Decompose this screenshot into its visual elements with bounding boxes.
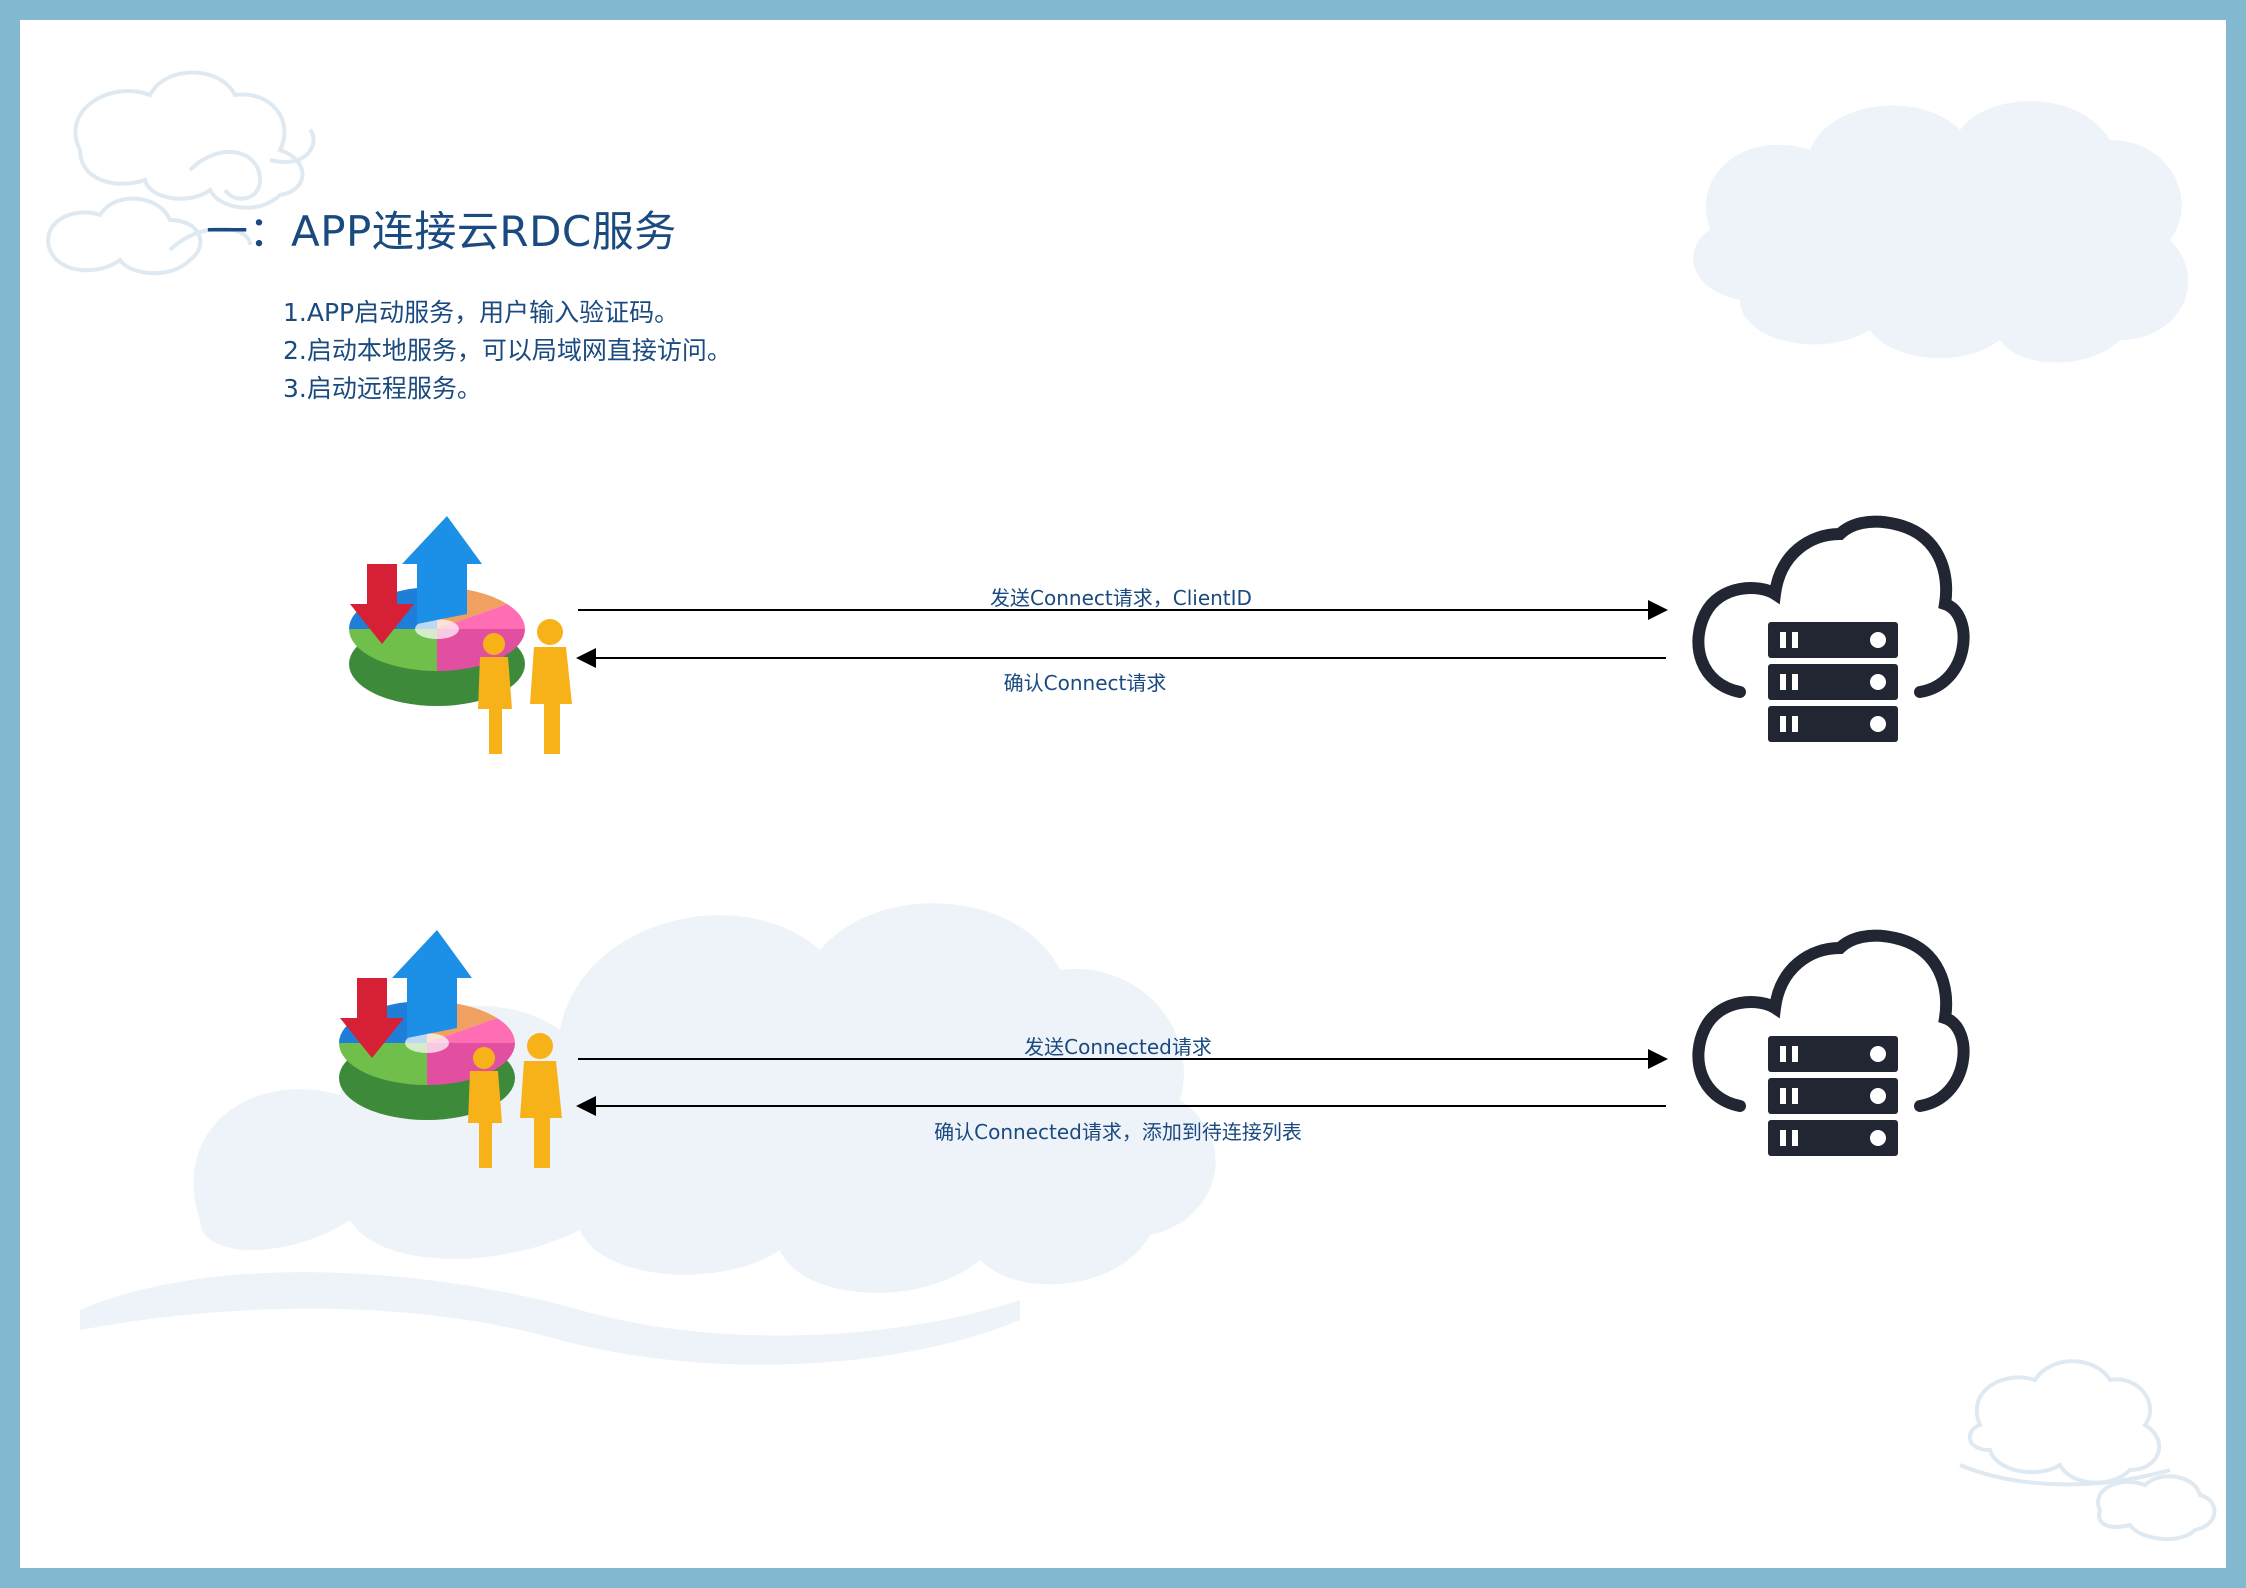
list-item: 3.启动远程服务。 xyxy=(283,374,482,403)
app-users-chart-icon xyxy=(339,930,562,1168)
page-title: 一：APP连接云RDC服务 xyxy=(206,207,677,256)
response-label: 确认Connected请求，添加到待连接列表 xyxy=(934,1120,1302,1144)
request-label: 发送Connected请求 xyxy=(1024,1035,1212,1059)
list-item: 2.启动本地服务，可以局域网直接访问。 xyxy=(283,336,732,365)
cloud-server-icon xyxy=(1692,929,1970,1156)
list-item: 1.APP启动服务，用户输入验证码。 xyxy=(283,298,680,327)
request-label: 发送Connect请求，ClientID xyxy=(990,586,1252,610)
slide: 一：APP连接云RDC服务 1.APP启动服务，用户输入验证码。 2.启动本地服… xyxy=(20,20,2226,1568)
app-users-chart-icon xyxy=(349,516,572,754)
message-arrows-1 xyxy=(576,600,1668,1116)
cloud-server-icon xyxy=(1692,515,1970,742)
steps-list: 1.APP启动服务，用户输入验证码。 2.启动本地服务，可以局域网直接访问。 3… xyxy=(283,294,732,408)
cloud-decor-icon xyxy=(46,70,2217,1542)
response-label: 确认Connect请求 xyxy=(1003,671,1167,695)
